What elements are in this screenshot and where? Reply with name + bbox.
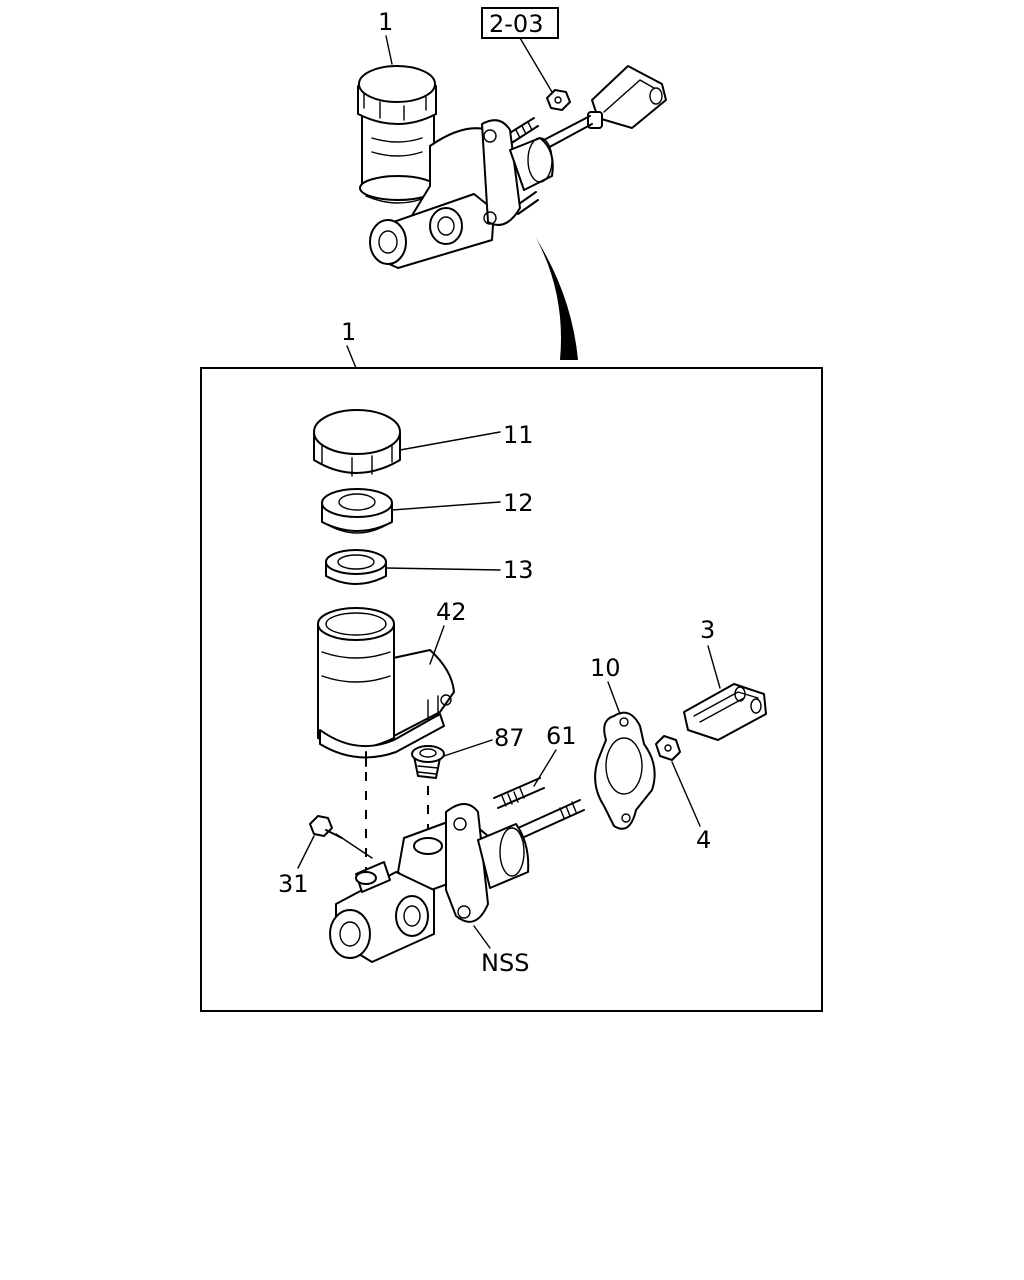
gasket <box>594 711 656 830</box>
stud-bolt <box>493 777 545 809</box>
bolt-label: 31 <box>278 870 309 898</box>
seal-label: 13 <box>503 556 534 584</box>
body-label: NSS <box>481 949 529 977</box>
hex-nut <box>655 735 681 761</box>
exploded-view-frame <box>200 367 823 1012</box>
grommet-label: 87 <box>494 724 525 752</box>
nut-label: 4 <box>696 826 711 854</box>
bolt <box>309 815 343 839</box>
seal-ring <box>325 549 387 585</box>
top-master-cylinder-assembly <box>357 65 667 269</box>
diaphragm <box>321 488 393 534</box>
top-reservoir <box>357 65 437 204</box>
diaphragm-label: 12 <box>503 489 534 517</box>
stud-label: 61 <box>546 722 577 750</box>
top-cylinder-body <box>369 119 554 269</box>
curved-arrow-icon <box>536 238 578 360</box>
master-cylinder-body <box>329 799 585 963</box>
cap-label: 11 <box>503 421 534 449</box>
grommet <box>411 745 445 779</box>
top-assembly-label: 1 <box>378 8 393 36</box>
fluid-reservoir <box>317 607 455 767</box>
top-clevis <box>587 65 667 129</box>
clevis-label: 3 <box>700 616 715 644</box>
reference-box: 2-03 <box>481 7 559 39</box>
inset-assembly-label: 1 <box>341 318 356 346</box>
top-nut <box>546 89 571 111</box>
gasket-label: 10 <box>590 654 621 682</box>
reference-box-label: 2-03 <box>489 10 543 38</box>
top-push-rod <box>539 115 593 151</box>
clevis <box>683 683 767 741</box>
reservoir-label: 42 <box>436 598 467 626</box>
reservoir-cap <box>313 409 401 477</box>
